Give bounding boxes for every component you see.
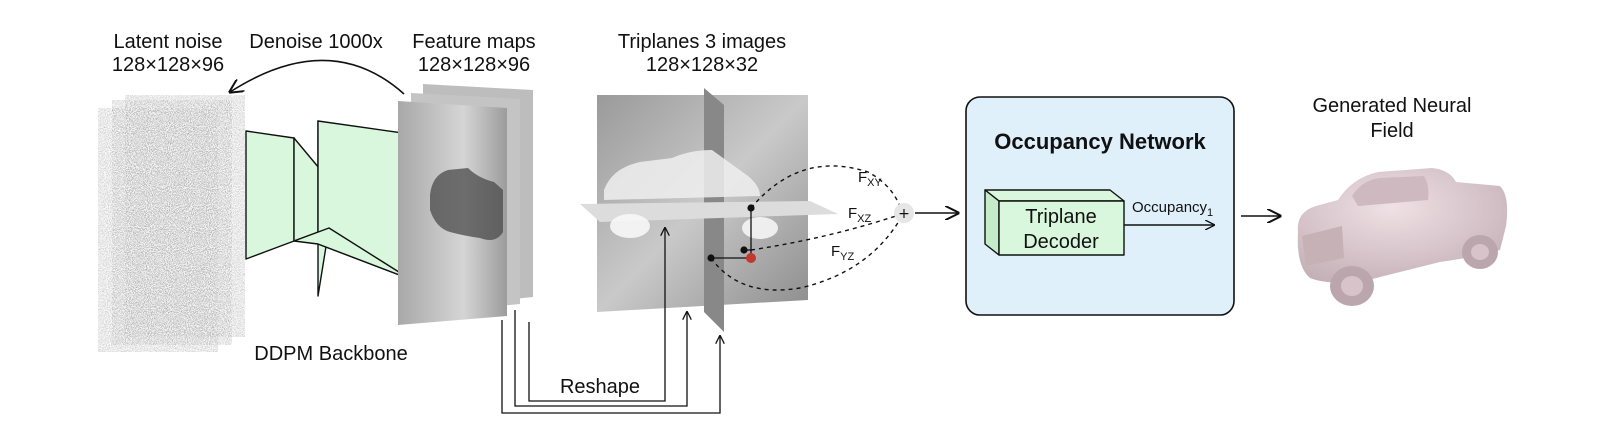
reshape-path-2 (514, 310, 687, 407)
sum-circle (894, 203, 914, 223)
query-point (746, 253, 756, 263)
feature-label-yz: FYZ (831, 243, 855, 263)
sum-symbol: + (898, 206, 910, 222)
feature-map-car-silhouette (430, 168, 503, 240)
ddpm-backbone-label: DDPM Backbone (254, 343, 407, 365)
plane-horizontal (580, 201, 838, 222)
reshape-label: Reshape (560, 376, 640, 398)
reshape-path-3 (501, 320, 720, 414)
triplane-highlight-left (610, 214, 650, 238)
decoder-side-face (984, 189, 1000, 256)
feature-maps-title: Feature maps (412, 31, 535, 53)
truck-wheel-front-hub (1341, 276, 1363, 296)
curve-fxz (750, 213, 903, 251)
curve-fyz (710, 215, 903, 291)
decoder-label-line1: Triplane (1025, 206, 1097, 228)
encoder-block-large (245, 130, 295, 260)
feature-maps-dims: 128×128×96 (418, 54, 530, 76)
triplanes-visual (580, 88, 838, 332)
occupancy-output-label: Occupancy1 (1132, 199, 1213, 219)
latent-noise-title: Latent noise (114, 31, 223, 53)
truck-grille (1302, 226, 1344, 266)
triplane-highlight-right (742, 217, 778, 239)
decoder-top-face (984, 189, 1125, 202)
truck-wheel-rear-hub (1471, 244, 1489, 260)
feature-curves (710, 165, 903, 291)
generated-field-title-line2: Field (1370, 120, 1413, 142)
denoise-label: Denoise 1000x (249, 31, 382, 53)
triplane-decoder-block (984, 189, 1125, 256)
occupancy-network-title: Occupancy Network (994, 129, 1206, 154)
latent-noise-stack (98, 95, 245, 352)
reshape-connectors (501, 228, 720, 414)
sample-point-xz (740, 246, 748, 254)
triplanes-dims: 128×128×32 (646, 54, 758, 76)
ddpm-backbone-shape (245, 120, 411, 297)
generated-truck-render (1297, 168, 1508, 306)
generated-field-title-line1: Generated Neural (1313, 95, 1472, 117)
decoder-label-line2: Decoder (1023, 231, 1099, 253)
triplane-car-silhouette (604, 150, 760, 200)
denoise-arrow (230, 59, 405, 95)
latent-noise-dims: 128×128×96 (112, 54, 224, 76)
reshape-path-1 (528, 228, 665, 402)
feature-maps-stack (398, 84, 533, 325)
feature-label-xz: FXZ (848, 205, 872, 225)
feature-label-xy: FXY (858, 169, 883, 189)
noise-layer-front (98, 108, 218, 352)
decoder-front-face (998, 200, 1125, 256)
triplanes-title: Triplanes 3 images (618, 31, 786, 53)
truck-cab-window (1352, 176, 1429, 206)
curve-fxy (750, 165, 903, 213)
occupancy-network-box: Occupancy Network Triplane Decoder Occup… (965, 96, 1235, 316)
truck-body (1297, 168, 1508, 283)
sum-node: + (894, 203, 914, 223)
